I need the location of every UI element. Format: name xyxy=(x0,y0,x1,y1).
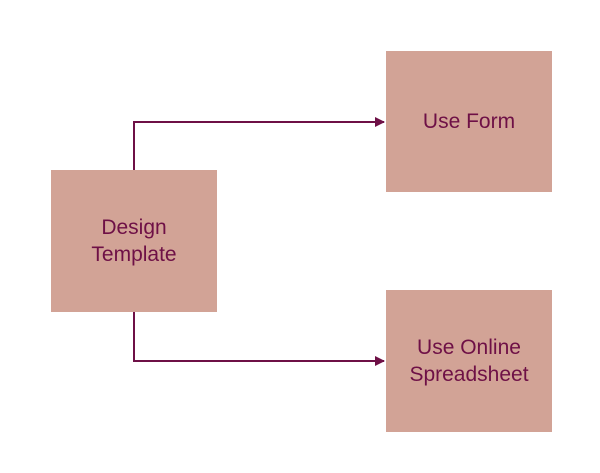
node-use-online-spreadsheet-label-line2: Spreadsheet xyxy=(409,363,529,386)
node-use-online-spreadsheet-label-line1: Use Online xyxy=(417,335,521,359)
node-use-form: Use Form xyxy=(386,51,552,192)
edge-design-to-form xyxy=(133,117,385,170)
node-design-template-label-line2: Template xyxy=(91,243,177,266)
edge-design-to-spreadsheet xyxy=(133,312,385,366)
node-design-template: Design Template xyxy=(51,170,217,312)
node-use-online-spreadsheet: Use Online Spreadsheet xyxy=(386,290,552,432)
node-design-template-label-line1: Design xyxy=(101,215,167,239)
node-use-form-label: Use Form xyxy=(422,109,516,133)
